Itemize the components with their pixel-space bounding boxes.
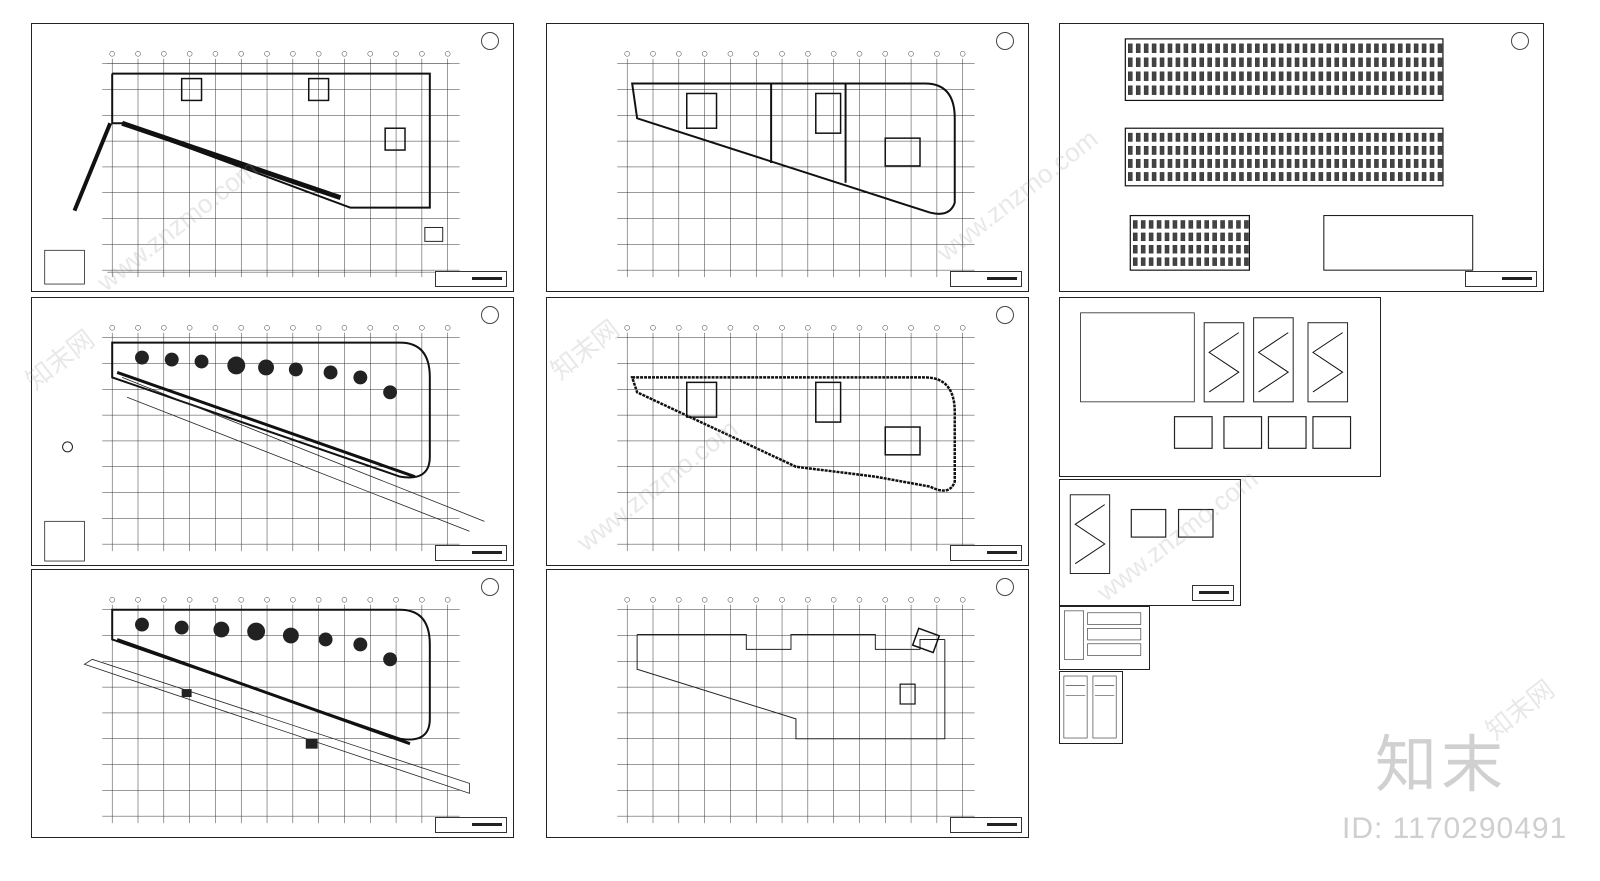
drawing-sheet-roof (546, 569, 1029, 838)
north-arrow-icon (481, 578, 499, 596)
drawing-sheet-stair-sections (1059, 297, 1381, 477)
roof-plan-drawing (617, 597, 975, 824)
title-block (1192, 585, 1234, 601)
north-arrow-icon (996, 32, 1014, 50)
title-block (1465, 271, 1537, 287)
title-block (950, 817, 1022, 833)
drawing-sheet-typical-floor (546, 297, 1029, 566)
title-block (435, 545, 507, 561)
drawing-sheet-elevations (1059, 23, 1544, 292)
drawing-sheet-details-2 (1059, 671, 1123, 744)
first-floor-drawing (83, 597, 470, 824)
north-arrow-icon (481, 32, 499, 50)
title-block (950, 545, 1022, 561)
drawing-sheet-ground-floor (31, 297, 514, 566)
details-2-drawing (1063, 675, 1117, 739)
title-block (435, 817, 507, 833)
stair-details-drawing (1069, 494, 1214, 574)
north-arrow-icon (996, 306, 1014, 324)
north-arrow-icon (481, 306, 499, 324)
drawing-sheet-upper-floor (546, 23, 1029, 292)
watermark-logo: 知末 (1375, 728, 1508, 801)
drawing-sheet-first-floor (31, 569, 514, 838)
typical-floor-drawing (617, 325, 975, 552)
north-arrow-icon (996, 578, 1014, 596)
drawing-sheet-stair-details (1059, 479, 1241, 606)
title-block (950, 271, 1022, 287)
ground-floor-drawing (44, 325, 485, 562)
watermark-id: ID: 1170290491 (1342, 812, 1568, 845)
north-arrow-icon (1511, 32, 1529, 50)
basement-plan-drawing (44, 51, 460, 285)
title-block (435, 271, 507, 287)
stair-sections-drawing (1080, 312, 1352, 449)
elevations-drawing (1124, 38, 1474, 271)
drawing-sheet-basement (31, 23, 514, 292)
drawing-sheet-details (1059, 606, 1150, 670)
upper-floor-drawing (617, 51, 975, 278)
details-drawing (1064, 610, 1142, 660)
